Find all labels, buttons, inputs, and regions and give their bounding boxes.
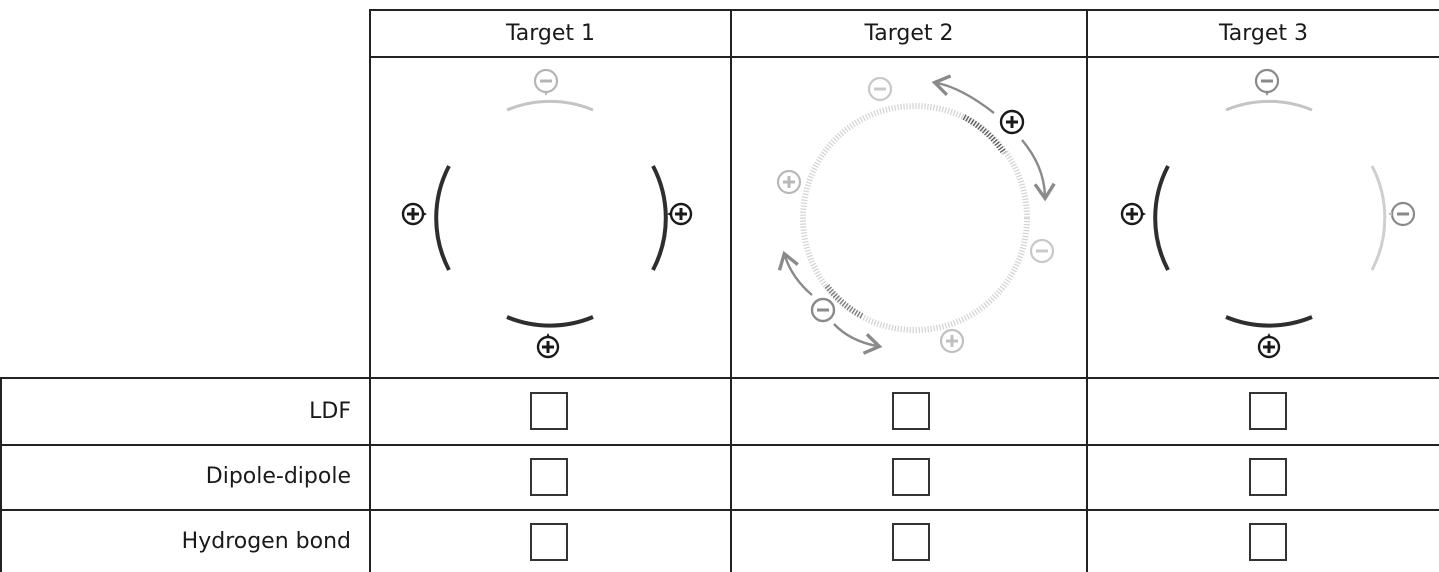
checkbox-hydrogen-bond-target-3[interactable] <box>1249 523 1287 561</box>
row-label-hydrogen-bond: Hydrogen bond <box>181 529 351 554</box>
rotation-arrow-icon <box>777 74 1056 355</box>
checkbox-ldf-target-3[interactable] <box>1249 392 1287 430</box>
grid-line-left <box>0 377 2 572</box>
target-2-dark-arc-top <box>962 114 1007 155</box>
grid-line-col0 <box>369 9 371 572</box>
grid-line-header-bottom <box>369 56 1439 58</box>
plus-charge-icon <box>1257 333 1281 359</box>
target-1-diagram <box>401 68 693 359</box>
plus-charge-icon <box>1120 202 1146 226</box>
grid-line-col2 <box>1086 9 1088 572</box>
checkbox-dipole-dipole-target-3[interactable] <box>1249 458 1287 496</box>
checkbox-ldf-target-2[interactable] <box>892 392 930 430</box>
grid-line-image-bottom <box>0 377 1439 379</box>
target-2-diagram <box>776 74 1056 355</box>
plus-charge-icon <box>667 202 693 226</box>
plus-charge-icon <box>536 333 560 359</box>
minus-charge-icon <box>533 68 559 96</box>
row-label-ldf: LDF <box>309 399 351 424</box>
minus-charge-icon <box>867 76 893 102</box>
plus-charge-icon <box>401 202 427 226</box>
checkbox-hydrogen-bond-target-1[interactable] <box>530 523 568 561</box>
header-target-3: Target 3 <box>1218 21 1309 46</box>
header-target-2: Target 2 <box>864 21 954 46</box>
minus-charge-icon <box>810 297 836 323</box>
grid-line-top <box>369 9 1439 11</box>
minus-charge-icon <box>1029 238 1055 264</box>
checkbox-ldf-target-1[interactable] <box>530 392 568 430</box>
grid-line-row1-bottom <box>0 444 1439 446</box>
checkbox-dipole-dipole-target-2[interactable] <box>892 458 930 496</box>
header-target-1: Target 1 <box>505 21 596 46</box>
target-1-dipole-arcs <box>434 99 668 328</box>
row-label-dipole-dipole: Dipole-dipole <box>205 464 351 489</box>
plus-charge-icon <box>939 328 965 354</box>
checkbox-hydrogen-bond-target-2[interactable] <box>892 523 930 561</box>
minus-charge-icon <box>1388 201 1416 227</box>
grid-line-row2-bottom <box>0 509 1439 511</box>
minus-charge-icon <box>1254 68 1280 96</box>
checkbox-dipole-dipole-target-1[interactable] <box>530 458 568 496</box>
target-3-dipole-arcs <box>1153 99 1387 328</box>
target-3-diagram <box>1120 68 1416 359</box>
plus-charge-icon <box>999 109 1025 135</box>
grid-line-col1 <box>730 9 732 572</box>
target-2-ring <box>800 103 1030 333</box>
plus-charge-icon <box>776 169 802 195</box>
